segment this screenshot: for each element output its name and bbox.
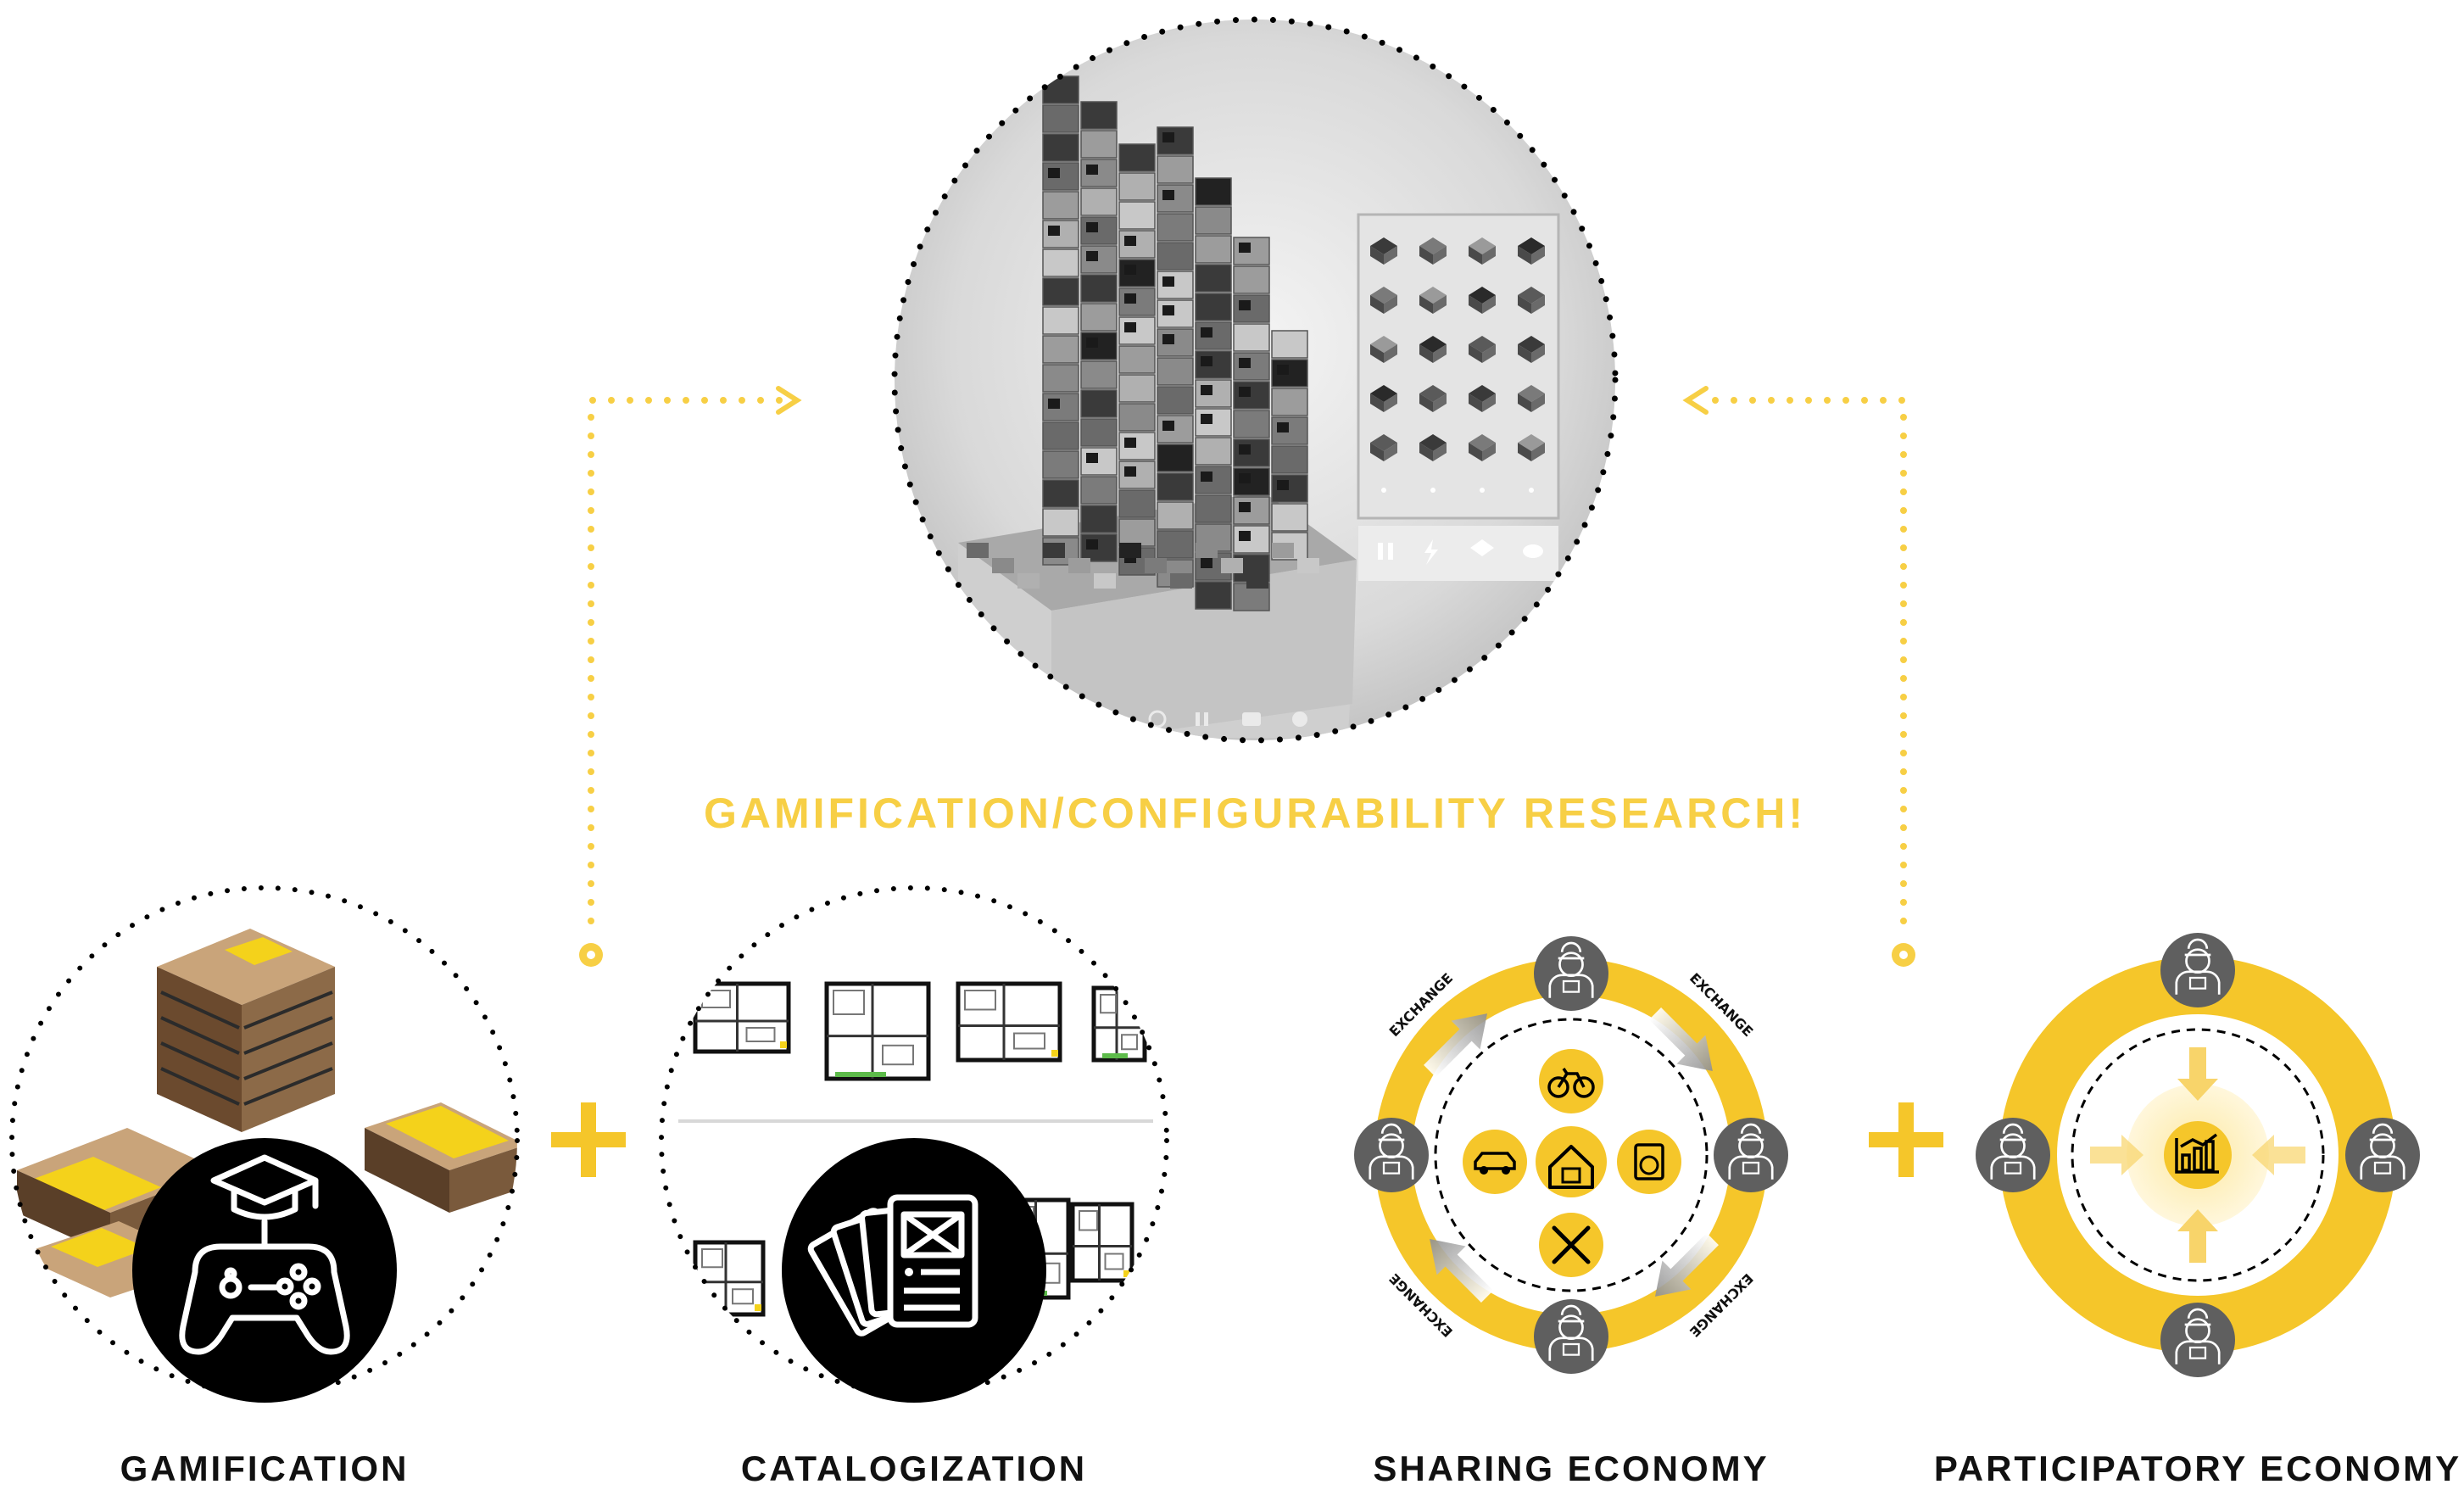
worker-avatar-icon — [1714, 1118, 1788, 1192]
caption-catalogization: CATALOGIZATION — [740, 1448, 1088, 1488]
worker-avatar-icon — [1534, 1299, 1608, 1374]
exchange-arrow — [1648, 1007, 1713, 1072]
exchange-arrow — [1654, 1232, 1719, 1297]
car-icon — [1463, 1130, 1527, 1194]
caption-gamification: GAMIFICATION — [120, 1448, 410, 1488]
inward-arrows — [2090, 1047, 2305, 1263]
building-configurator-render — [958, 75, 1560, 740]
configurator-screenshot-circle — [891, 16, 1619, 744]
bar-chart-icon — [2164, 1121, 2232, 1189]
research-headline: GAMIFICATION/CONFIGURABILITY RESEARCH! — [703, 790, 1807, 837]
plus-sign-1 — [551, 1102, 626, 1177]
catalogization-circle — [659, 885, 1169, 1403]
gamification-circle — [9, 885, 520, 1403]
worker-avatar-icon — [1534, 936, 1608, 1011]
floor-plan — [693, 981, 791, 1054]
exchange-arrows — [1424, 1007, 1719, 1303]
washing-machine-icon — [1617, 1130, 1681, 1194]
worker-avatar-icon — [2160, 1303, 2235, 1377]
caption-participatory-economy: PARTICIPATORY ECONOMY — [1933, 1448, 2462, 1488]
exchange-arrow — [1430, 1238, 1494, 1303]
worker-avatar-icon — [1354, 1118, 1429, 1192]
floor-plan — [824, 981, 931, 1081]
playback-controls[interactable] — [1148, 710, 1307, 728]
gamification-badge — [132, 1138, 397, 1403]
worker-avatar-icon — [2345, 1118, 2420, 1192]
floor-plan — [956, 981, 1062, 1063]
right-connector — [1682, 386, 1915, 967]
participatory-economy-diagram — [1976, 933, 2420, 1377]
house-icon — [1536, 1126, 1607, 1197]
plus-sign-2 — [1869, 1102, 1943, 1177]
block-palette-panel[interactable] — [1357, 213, 1560, 520]
worker-avatar-icon — [2160, 933, 2235, 1007]
palette-category-icons[interactable] — [1378, 539, 1543, 565]
left-connector — [579, 386, 802, 967]
exchange-arrow — [1424, 1013, 1488, 1078]
tools-icon — [1539, 1213, 1603, 1277]
caption-sharing-economy: SHARING ECONOMY — [1373, 1448, 1770, 1488]
building-blocks-render — [17, 929, 517, 1297]
game-controller-graduation-cap-icon — [179, 1154, 350, 1355]
floor-plan — [1070, 1202, 1134, 1283]
bicycle-icon — [1539, 1049, 1603, 1113]
worker-avatar-icon — [1976, 1118, 2050, 1192]
cards-catalog-icon — [807, 1194, 978, 1337]
